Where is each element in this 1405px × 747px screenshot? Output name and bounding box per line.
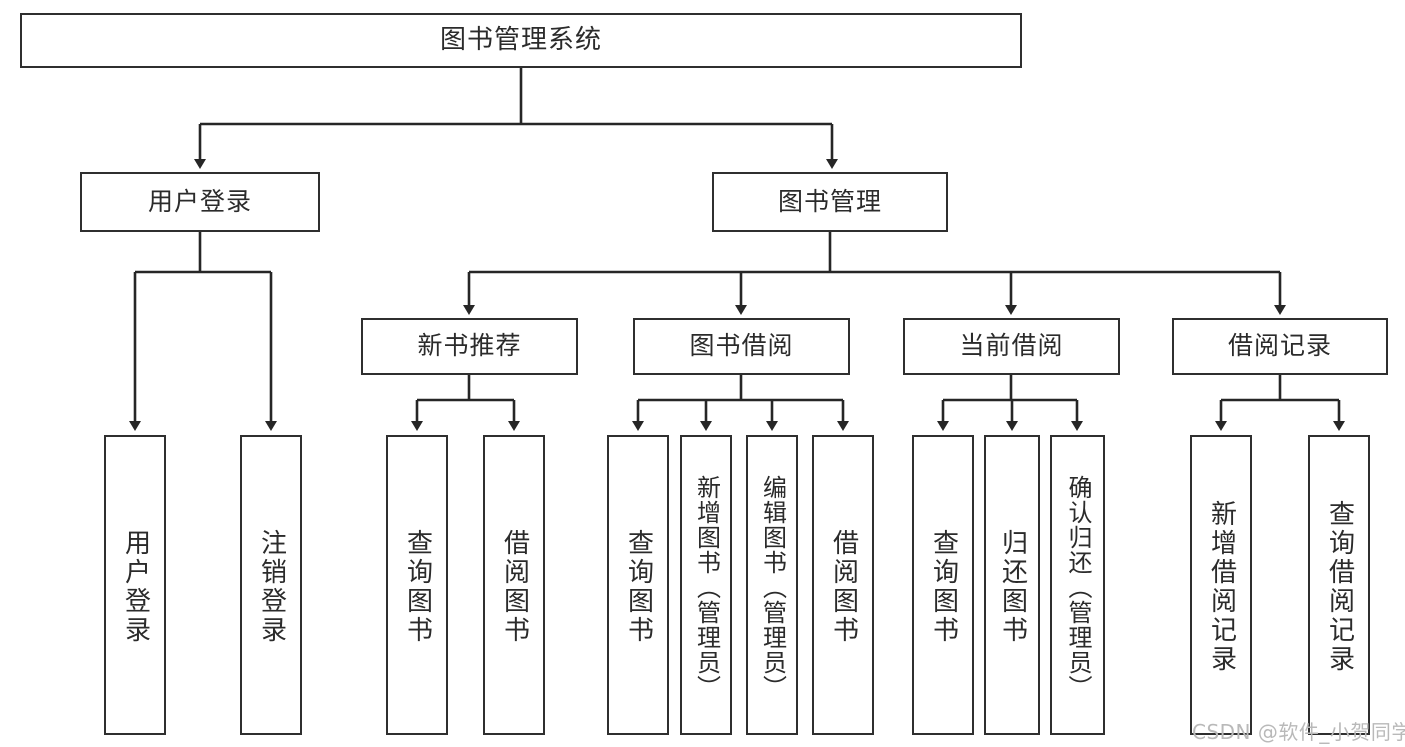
node-new-book-recommend[interactable]: 新书推荐 [361,318,578,375]
csdn-watermark: CSDN @软件_小贺同学 [1192,720,1405,744]
node-book-management[interactable]: 图书管理 [712,172,948,232]
node-label: 借阅图书 [499,529,530,645]
node-leaf-query-book-1[interactable]: 查询图书 [386,435,448,735]
node-leaf-add-book[interactable]: 新增图书（管理员） [680,435,732,735]
node-leaf-query-book-3[interactable]: 查询图书 [912,435,974,735]
node-label: 查询借阅记录 [1324,500,1355,674]
node-leaf-edit-book[interactable]: 编辑图书（管理员） [746,435,798,735]
node-label: 用户登录 [120,529,151,645]
node-leaf-borrow-book-2[interactable]: 借阅图书 [812,435,874,735]
node-leaf-add-borrow-record[interactable]: 新增借阅记录 [1190,435,1252,735]
node-leaf-borrow-book-1[interactable]: 借阅图书 [483,435,545,735]
node-label: 查询图书 [402,529,433,645]
node-label: 查询图书 [928,529,959,645]
node-leaf-logout[interactable]: 注销登录 [240,435,302,735]
node-label: 图书借阅 [689,331,794,361]
node-label: 归还图书 [997,529,1028,645]
node-label: 注销登录 [256,529,287,645]
node-label: 新增图书（管理员） [692,474,721,700]
node-label: 图书管理 [777,186,882,216]
node-user-login[interactable]: 用户登录 [80,172,320,232]
node-label: 确认归还（管理员） [1063,474,1092,700]
node-leaf-query-book-2[interactable]: 查询图书 [607,435,669,735]
node-leaf-query-borrow-record[interactable]: 查询借阅记录 [1308,435,1370,735]
node-label: 图书管理系统 [439,24,602,55]
node-system-root[interactable]: 图书管理系统 [20,13,1022,68]
node-label: 当前借阅 [959,331,1064,361]
node-leaf-user-login[interactable]: 用户登录 [104,435,166,735]
node-label: 查询图书 [623,529,654,645]
node-leaf-return-book[interactable]: 归还图书 [984,435,1040,735]
node-current-borrow[interactable]: 当前借阅 [903,318,1120,375]
node-borrow-record[interactable]: 借阅记录 [1172,318,1388,375]
node-label: 借阅记录 [1227,331,1332,361]
node-label: 新增借阅记录 [1206,500,1237,674]
node-book-borrow[interactable]: 图书借阅 [633,318,850,375]
node-label: 借阅图书 [828,529,859,645]
node-label: 编辑图书（管理员） [758,474,787,700]
node-label: 新书推荐 [417,331,522,361]
node-label: 用户登录 [147,186,252,216]
node-leaf-confirm-return[interactable]: 确认归还（管理员） [1050,435,1105,735]
